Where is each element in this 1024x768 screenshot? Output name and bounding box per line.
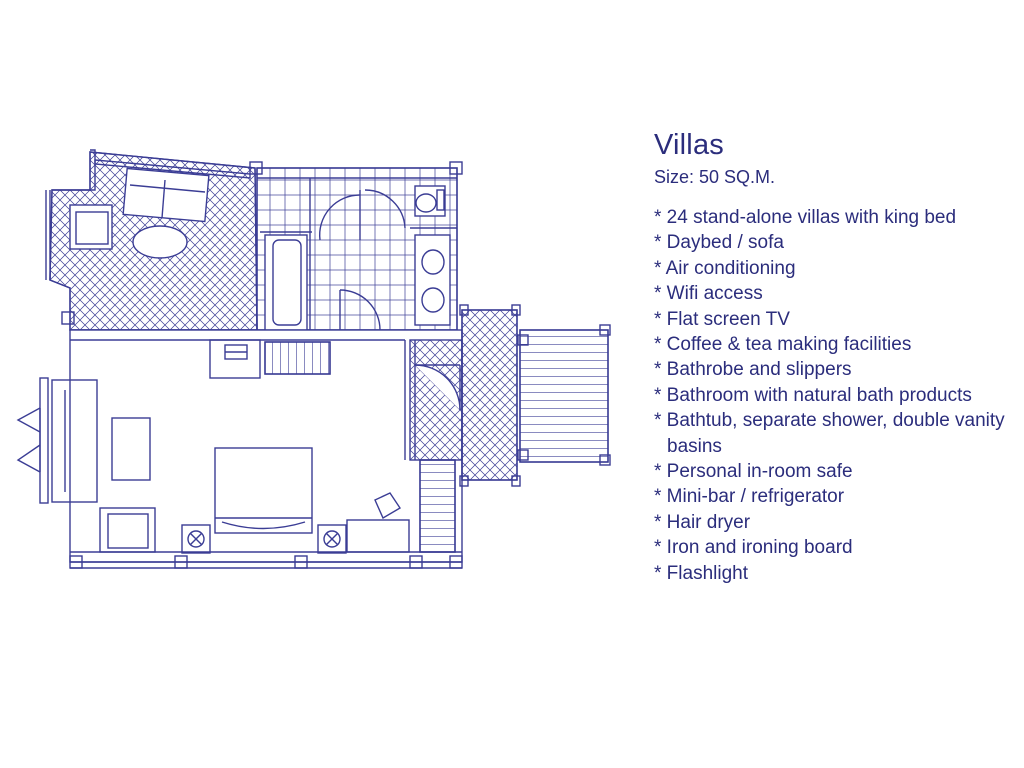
feature-item: * Flat screen TV	[654, 308, 790, 330]
feature-item: * Air conditioning	[654, 257, 796, 279]
feature-item: * 24 stand-alone villas with king bed	[654, 207, 957, 228]
feature-item: * Wifi access	[654, 283, 763, 305]
entrance	[409, 304, 521, 487]
steps	[517, 324, 611, 466]
wall-posts	[61, 161, 463, 569]
villa-size: Size: 50 SQ.M.	[654, 167, 776, 187]
villa-info-panel: Villas Size: 50 SQ.M. * 24 stand-alone v…	[654, 127, 1014, 586]
bathroom	[256, 167, 458, 331]
feature-item: * Bathtub, separate shower, double vanit…	[654, 410, 1005, 457]
feature-item: * Bathrobe and slippers	[654, 359, 852, 381]
sitting-area	[45, 149, 258, 331]
feature-item: * Coffee & tea making facilities	[654, 334, 912, 356]
feature-item: * Mini-bar / refrigerator	[654, 486, 845, 508]
feature-item: * Bathroom with natural bath products	[654, 384, 972, 406]
feature-list: * 24 stand-alone villas with king bed * …	[654, 205, 1014, 586]
villa-floor-plan	[16, 149, 611, 569]
feature-item: * Flashlight	[654, 562, 748, 584]
villa-title: Villas	[654, 129, 724, 161]
feature-item: * Iron and ironing board	[654, 537, 853, 559]
feature-item: * Personal in-room safe	[654, 461, 853, 483]
bedroom	[16, 329, 463, 563]
feature-item: * Daybed / sofa	[654, 232, 784, 254]
feature-item: * Hair dryer	[654, 511, 751, 533]
